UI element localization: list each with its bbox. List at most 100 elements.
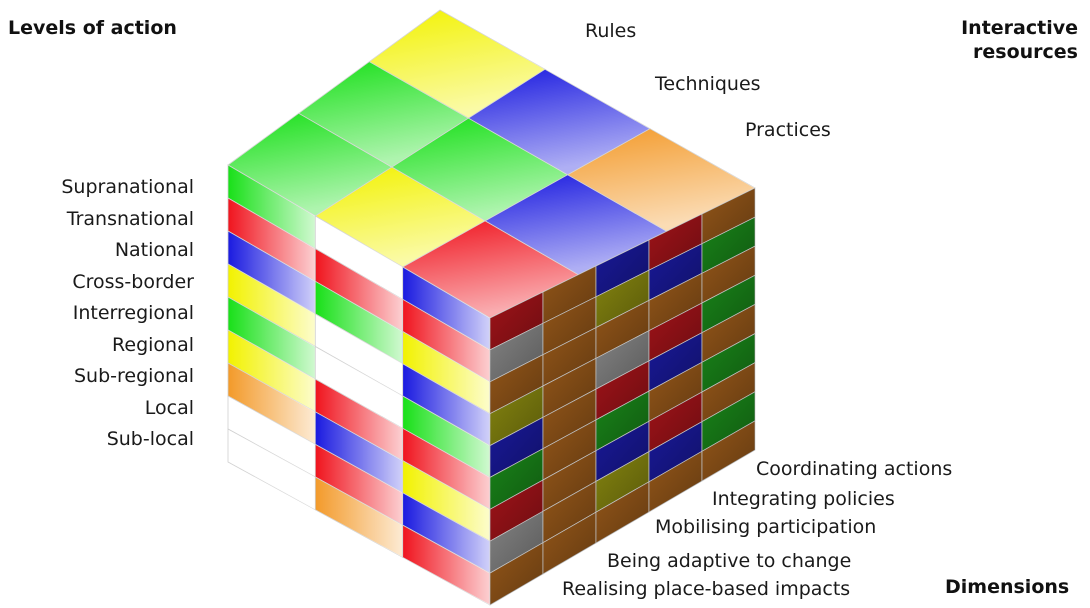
cube-right-cell-shade bbox=[490, 323, 543, 382]
cube-right-cell-shade bbox=[543, 389, 596, 449]
cube-left-cell-shade bbox=[402, 525, 490, 605]
cube-left-cell-shade bbox=[228, 264, 316, 347]
cube-right-cell-shade bbox=[543, 481, 596, 543]
cube-right-cell-shade bbox=[649, 332, 702, 392]
dimension-label: Mobilising participation bbox=[655, 516, 877, 538]
cube-left-cell-shade bbox=[402, 428, 490, 510]
cube-right-cell-shade bbox=[490, 480, 543, 542]
cube-top-cell-shade bbox=[567, 128, 755, 232]
cube-top-cell-shade bbox=[391, 118, 568, 221]
cube-left-cell-shade bbox=[402, 267, 490, 350]
cube-right-cell-shade bbox=[649, 362, 702, 422]
levels-heading: Levels of action bbox=[8, 17, 177, 39]
level-label: Local bbox=[144, 397, 194, 419]
cube-left-cell-shade bbox=[228, 429, 316, 510]
cube-top-cell-shade bbox=[468, 69, 650, 175]
dimension-label: Coordinating actions bbox=[756, 458, 953, 480]
cube-right-cell-shade bbox=[596, 330, 649, 390]
cube-left-cell-shade bbox=[228, 231, 316, 314]
cube-right-cell-shade bbox=[543, 358, 596, 418]
cube-left-cell-shade bbox=[315, 477, 403, 558]
cube-right-cell-shade bbox=[596, 360, 649, 420]
cube-right-cell-shade bbox=[596, 270, 649, 328]
cube-top-cell-shade bbox=[485, 174, 667, 275]
level-label: Transnational bbox=[66, 208, 194, 230]
cube-left-cell-shade bbox=[315, 216, 403, 300]
cube-right-cell-shade bbox=[702, 333, 755, 392]
resource-label-practices: Practices bbox=[745, 119, 831, 141]
level-label: National bbox=[114, 239, 194, 261]
cube-left-cell-shade bbox=[228, 297, 316, 380]
cube-right-cell-shade bbox=[702, 275, 755, 333]
cube-left-cell-shade bbox=[315, 281, 403, 364]
level-label: Sub-local bbox=[106, 428, 194, 450]
cube-right-cell-shade bbox=[490, 292, 543, 350]
cube-right-cell-shade bbox=[649, 392, 702, 452]
cube-left-cell-shade bbox=[402, 299, 490, 382]
cube-right-cell-shade bbox=[490, 386, 543, 446]
dimension-label: Being adaptive to change bbox=[607, 550, 852, 572]
resources-heading: Interactive resources bbox=[961, 16, 1078, 64]
cube-right-cell-shade bbox=[596, 451, 649, 513]
cube-right-cell-shade bbox=[490, 542, 543, 605]
cube-right-cell-shade bbox=[543, 419, 596, 480]
cube-left-cell-shade bbox=[402, 363, 490, 446]
level-label: Regional bbox=[112, 334, 194, 356]
resources-heading-line2: resources bbox=[973, 41, 1078, 63]
cube-top-cell-shade bbox=[402, 220, 579, 318]
cube-right-cell-shade bbox=[543, 327, 596, 386]
cube-right-cell-shade bbox=[596, 240, 649, 297]
cube-right-cell-shade bbox=[649, 273, 702, 331]
level-label: Cross-border bbox=[72, 271, 194, 293]
cube-right-cell-shade bbox=[543, 450, 596, 512]
resource-label-rules: Rules bbox=[585, 20, 637, 42]
cube-right-cell-shade bbox=[543, 266, 596, 324]
cube-right-cell-shade bbox=[490, 511, 543, 574]
cube-right-cell-shade bbox=[702, 246, 755, 303]
cube-top-cell-shade bbox=[369, 10, 545, 119]
cube-left-cell-shade bbox=[402, 396, 490, 478]
cube-right-cell-shade bbox=[649, 421, 702, 482]
cube-left-cell-shade bbox=[228, 165, 316, 249]
cube-right-cell-shade bbox=[543, 512, 596, 574]
cube-left-cell-shade bbox=[402, 492, 490, 574]
cube-right-cell-shade bbox=[596, 300, 649, 359]
cube-right-cell-shade bbox=[702, 304, 755, 363]
cube-right-cell-shade bbox=[702, 362, 755, 422]
cube-right-cell-shade bbox=[649, 243, 702, 301]
cube-left-cell-shade bbox=[315, 411, 403, 493]
cube-left-cell-shade bbox=[315, 313, 403, 396]
dimensions-heading: Dimensions bbox=[945, 576, 1070, 598]
resources-heading-line1: Interactive bbox=[961, 17, 1078, 39]
cube-right-cell-shade bbox=[702, 188, 755, 244]
level-label: Sub-regional bbox=[73, 365, 194, 387]
cube-left-cell-shade bbox=[315, 248, 403, 332]
cube-right-cell-shade bbox=[543, 296, 596, 355]
level-label: Interregional bbox=[72, 302, 194, 324]
cube-right-face bbox=[489, 187, 756, 606]
resource-label-techniques: Techniques bbox=[655, 73, 761, 95]
cube-right-cell-shade bbox=[702, 420, 755, 481]
cube-right-cell-shade bbox=[596, 391, 649, 451]
cube-right-cell-shade bbox=[649, 214, 702, 271]
cube-right-cell-shade bbox=[702, 391, 755, 452]
cube-left-cell-shade bbox=[228, 363, 316, 445]
cube-left-cell-shade bbox=[315, 346, 403, 429]
cube-left-cell-shade bbox=[315, 444, 403, 526]
dimension-label: Integrating policies bbox=[712, 488, 895, 510]
cube-right-cell-shade bbox=[649, 303, 702, 361]
cube-left-cell-shade bbox=[228, 330, 316, 412]
cube-top-cell-shade bbox=[315, 167, 486, 267]
cube-left-cell-shade bbox=[315, 379, 403, 461]
cube-right-cell-shade bbox=[490, 354, 543, 414]
cube-right-cell-shade bbox=[596, 421, 649, 482]
cube-right-cell-shade bbox=[596, 481, 649, 543]
cube-left-cell-shade bbox=[228, 396, 316, 477]
dimension-label: Realising place-based impacts bbox=[562, 578, 851, 600]
cube-right-cell-shade bbox=[490, 448, 543, 510]
cube-left-face bbox=[227, 164, 491, 606]
cube-top-cell-shade bbox=[298, 61, 469, 168]
cube-left-cell-shade bbox=[402, 460, 490, 542]
